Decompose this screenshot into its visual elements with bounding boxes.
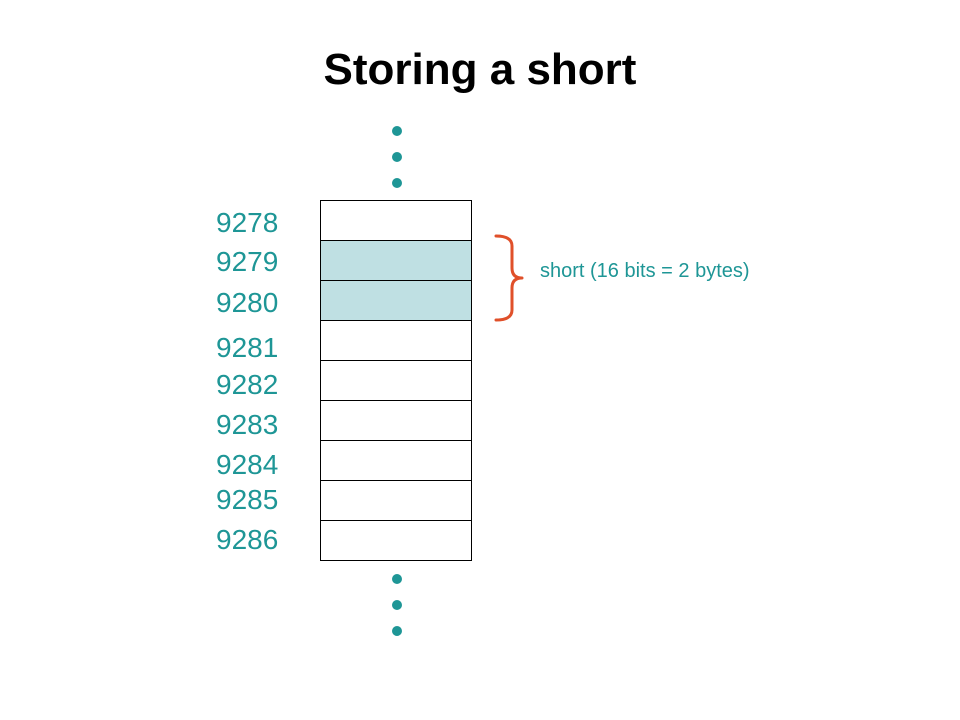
address-label-9285: 9285 [216, 484, 279, 515]
address-label-9282: 9282 [216, 369, 279, 400]
memory-cell-9283 [320, 400, 472, 441]
memory-cell-9281 [320, 320, 472, 361]
ellipsis-dot-top-1 [392, 126, 402, 136]
curly-brace-icon [494, 234, 524, 322]
memory-cell-9280 [320, 280, 472, 321]
memory-cell-9286 [320, 520, 472, 561]
address-label-9284: 9284 [216, 449, 279, 480]
memory-cell-9282 [320, 360, 472, 401]
address-label-9280: 9280 [216, 287, 279, 318]
address-label-9283: 9283 [216, 409, 279, 440]
memory-cell-9285 [320, 480, 472, 521]
brace-label: short (16 bits = 2 bytes) [540, 260, 750, 282]
ellipsis-dot-top-2 [392, 152, 402, 162]
ellipsis-dot-bottom-1 [392, 574, 402, 584]
address-label-9286: 9286 [216, 524, 279, 555]
memory-cell-9278 [320, 200, 472, 241]
slide-title: Storing a short [323, 45, 637, 94]
ellipsis-dot-bottom-3 [392, 626, 402, 636]
memory-cell-9284 [320, 440, 472, 481]
ellipsis-dot-top-3 [392, 178, 402, 188]
address-label-9279: 9279 [216, 246, 279, 277]
address-label-9278: 9278 [216, 207, 279, 238]
memory-cell-9279 [320, 240, 472, 281]
address-label-9281: 9281 [216, 332, 279, 363]
ellipsis-dot-bottom-2 [392, 600, 402, 610]
